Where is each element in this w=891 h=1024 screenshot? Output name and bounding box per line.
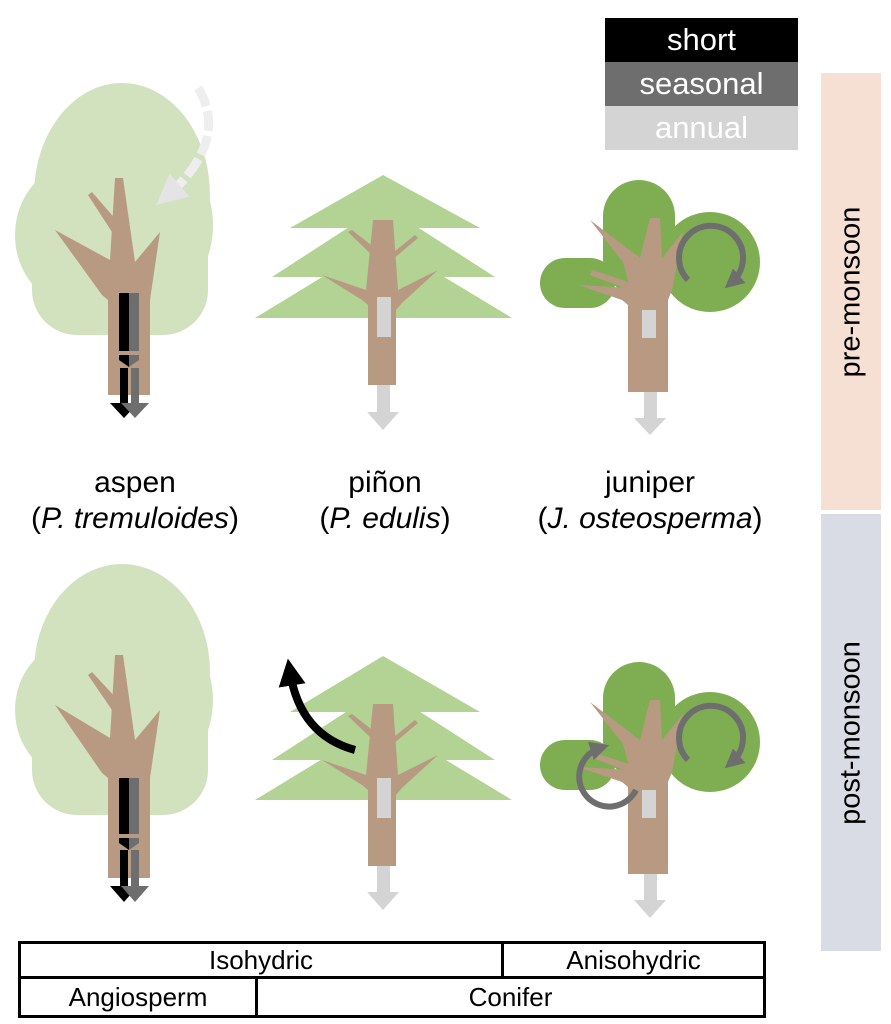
cell-isohydric: Isohydric: [18, 941, 504, 979]
xylem-bar: [642, 310, 656, 338]
juniper-pre-monsoon: [540, 180, 760, 435]
canopy-recycle-arrow: [676, 702, 747, 769]
species-common-name: juniper: [604, 466, 696, 499]
species-label-juniper: juniper (J. osteosperma): [500, 465, 800, 537]
rain-arrow: [156, 85, 214, 205]
root-arrows: [110, 368, 149, 418]
xylem-bar: [377, 297, 391, 337]
period-band-pre-monsoon: pre-monsoon: [821, 73, 881, 510]
xylem-bars: [119, 293, 139, 367]
juniper-trunk: [578, 218, 683, 392]
pinon-pre-monsoon: [255, 175, 512, 430]
species-common-name: piñon: [348, 466, 422, 499]
period-label: pre-monsoon: [834, 206, 867, 377]
species-latin-name: (J. osteosperma): [537, 502, 763, 535]
xylem-bar: [642, 790, 656, 818]
species-latin-name: (P. edulis): [319, 502, 451, 535]
root-arrow: [634, 874, 666, 918]
root-arrows: [110, 850, 149, 902]
period-band-post-monsoon: post-monsoon: [821, 514, 881, 951]
aspen-post-monsoon: [15, 564, 213, 902]
juniper-post-monsoon: [540, 662, 760, 918]
root-arrow: [634, 392, 666, 435]
cell-anisohydric: Anisohydric: [501, 941, 766, 979]
root-arrow: [367, 385, 399, 430]
species-label-pinon: piñon (P. edulis): [280, 465, 490, 537]
species-common-name: aspen: [94, 466, 176, 499]
species-label-aspen: aspen (P. tremuloides): [0, 465, 270, 537]
species-latin-name: (P. tremuloides): [31, 502, 239, 535]
canopy-recycle-arrow: [676, 222, 747, 289]
aspen-pre-monsoon: [15, 83, 214, 418]
legend-item-annual: annual: [605, 106, 798, 150]
period-label: post-monsoon: [834, 640, 867, 825]
xylem-bars: [119, 778, 139, 850]
export-arrow: [278, 658, 357, 754]
cell-angiosperm: Angiosperm: [18, 976, 258, 1018]
pinon-post-monsoon: [255, 656, 512, 910]
root-arrow: [367, 866, 399, 910]
branch-recycle-arrow: [576, 741, 639, 810]
xylem-bar: [377, 778, 391, 818]
legend-item-short: short: [605, 18, 798, 62]
legend-item-seasonal: seasonal: [605, 62, 798, 106]
cell-conifer: Conifer: [255, 976, 766, 1018]
